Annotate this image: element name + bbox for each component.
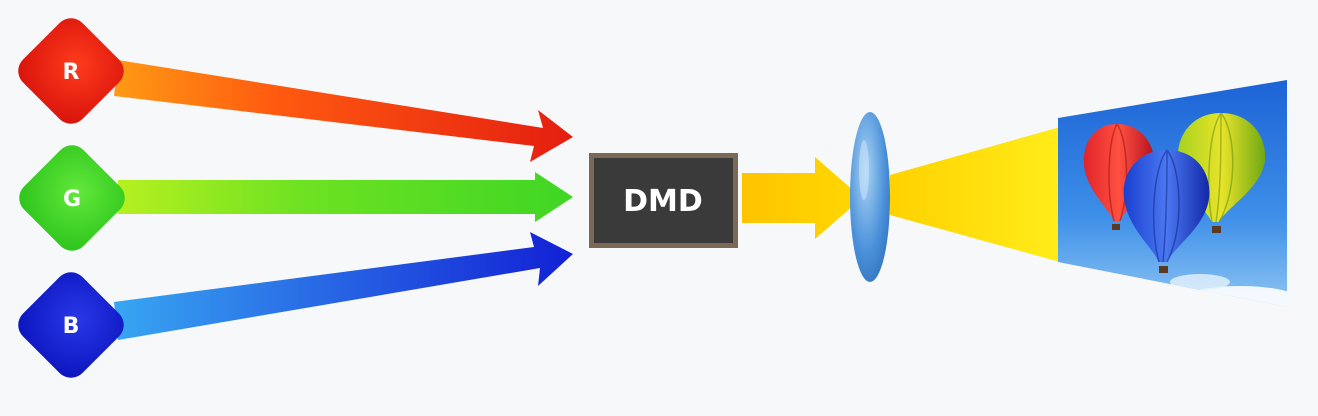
yellow-beam-arrow — [742, 157, 862, 239]
green-arrow — [118, 172, 573, 222]
blue-balloon — [1123, 149, 1210, 273]
dmd-chip: DMD — [589, 153, 738, 248]
dmd-label: DMD — [623, 184, 703, 219]
source-g-label: G — [63, 187, 81, 212]
projected-screen — [1058, 80, 1287, 307]
source-r: R — [18, 18, 124, 124]
blue-arrow — [114, 232, 573, 340]
projection-cone — [890, 127, 1060, 262]
source-b: B — [18, 272, 124, 378]
source-r-label: R — [63, 60, 80, 85]
lens-icon — [850, 112, 890, 282]
source-g: G — [19, 145, 125, 251]
source-b-label: B — [63, 314, 80, 339]
red-arrow — [114, 60, 573, 162]
